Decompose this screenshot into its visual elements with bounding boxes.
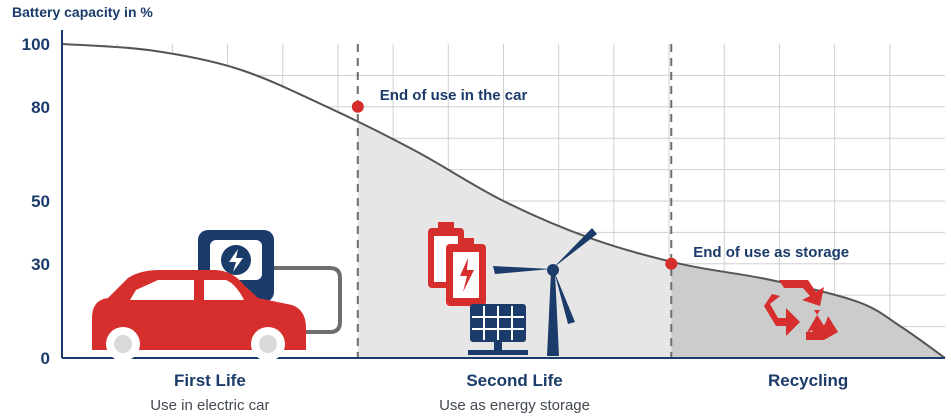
annotation-point <box>665 257 678 270</box>
y-axis-label: Battery capacity in % <box>12 4 153 20</box>
solar-panel-icon <box>468 304 528 355</box>
recycling-icon <box>764 280 838 340</box>
phase-subtitle: Use as energy storage <box>439 397 590 414</box>
electric-car-icon <box>92 270 306 361</box>
phase-title: First Life <box>174 371 246 390</box>
y-tick-label: 30 <box>31 255 50 274</box>
wind-turbine-icon <box>493 228 597 356</box>
phase-title: Recycling <box>768 371 848 390</box>
capacity-curve <box>61 43 946 359</box>
phase-subtitle: Use in electric car <box>150 397 269 414</box>
annotation-label: End of use in the car <box>380 87 528 104</box>
y-tick-label: 80 <box>31 98 50 117</box>
y-tick-label: 100 <box>22 35 50 54</box>
phase-dividers <box>356 44 673 358</box>
battery-icon <box>428 222 486 306</box>
phase-title: Second Life <box>466 371 562 390</box>
y-tick-label: 50 <box>31 192 50 211</box>
annotation-label: End of use as storage <box>693 244 849 261</box>
y-tick-label: 0 <box>41 349 50 368</box>
annotation-point <box>351 100 364 113</box>
y-tick-labels: 0 30 50 80 100 <box>22 35 50 368</box>
